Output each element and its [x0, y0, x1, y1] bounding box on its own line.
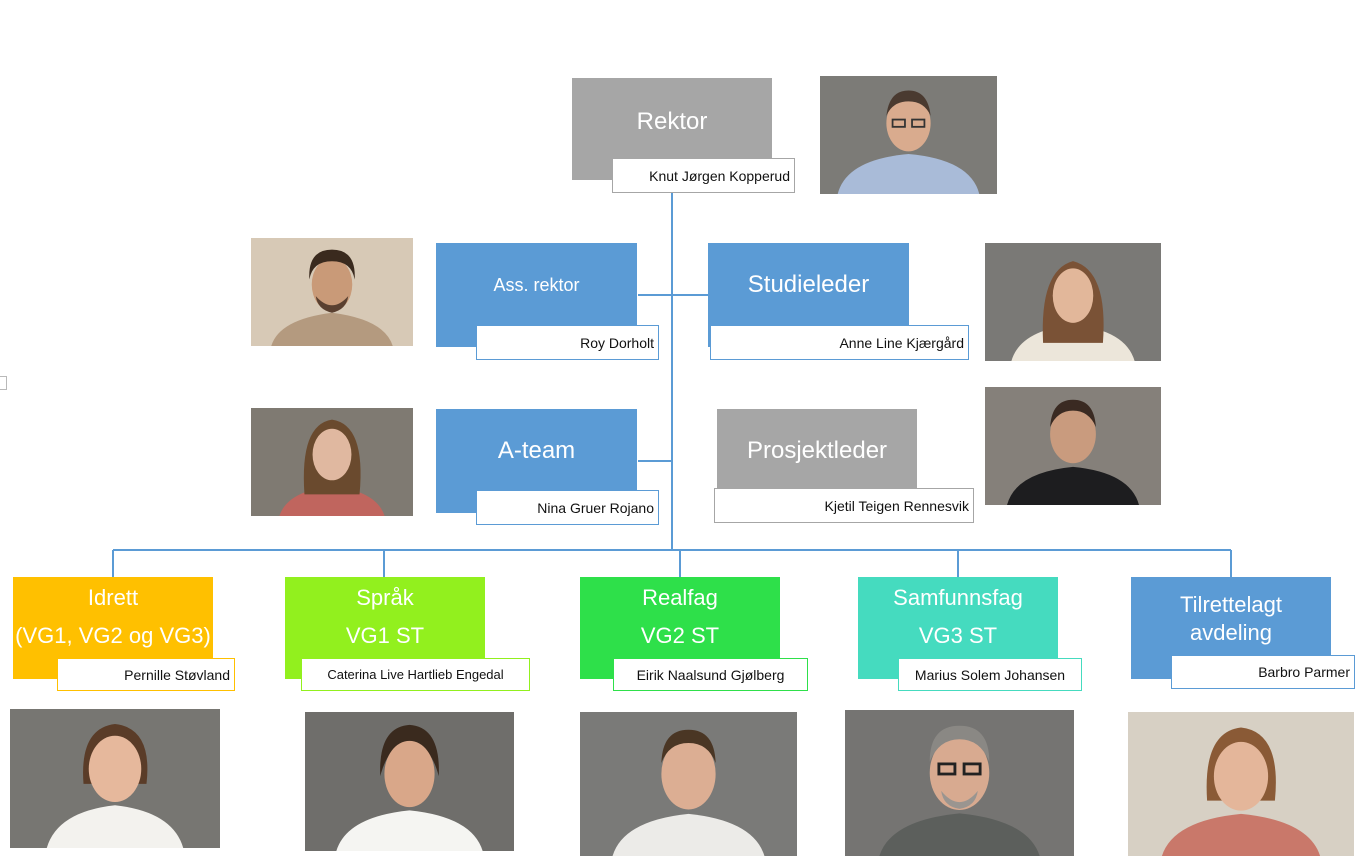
edge-marker — [0, 376, 7, 390]
photo-a-team — [251, 408, 413, 516]
portrait-photo — [820, 76, 997, 194]
portrait-photo — [580, 712, 797, 856]
photo-ass-rektor — [251, 238, 413, 346]
portrait-photo — [251, 238, 413, 346]
portrait-photo — [985, 243, 1161, 361]
role-subtitle: VG1 ST — [345, 623, 425, 648]
name-idrett: Pernille Støvland — [57, 658, 235, 691]
photo-realfag — [580, 712, 797, 856]
role-subtitle: VG3 ST — [918, 623, 998, 648]
portrait-photo — [1128, 712, 1354, 856]
photo-rektor — [820, 76, 997, 194]
role-title: Språk — [356, 585, 414, 610]
role-title: Samfunnsfag — [893, 585, 1023, 610]
portrait-photo — [10, 709, 220, 848]
portrait-photo — [251, 408, 413, 516]
name-ass-rektor: Roy Dorholt — [476, 325, 659, 360]
name-tilrettelagt: Barbro Parmer — [1171, 655, 1355, 689]
name-studieleder: Anne Line Kjærgård — [710, 325, 969, 360]
role-subtitle: avdeling — [1190, 620, 1272, 645]
portrait-photo — [305, 712, 514, 851]
role-title: Studieleder — [747, 271, 870, 298]
photo-samfunnsfag — [845, 710, 1074, 856]
name-rektor: Knut Jørgen Kopperud — [612, 158, 795, 193]
portrait-photo — [845, 710, 1074, 856]
photo-tilrettelagt — [1128, 712, 1354, 856]
name-prosjektleder: Kjetil Teigen Rennesvik — [714, 488, 974, 523]
role-title: Prosjektleder — [746, 437, 888, 464]
name-realfag: Eirik Naalsund Gjølberg — [613, 658, 808, 691]
photo-prosjektleder — [985, 387, 1161, 505]
photo-sprak — [305, 712, 514, 851]
role-title: A-team — [497, 437, 576, 464]
portrait-photo — [985, 387, 1161, 505]
role-title: Rektor — [636, 108, 708, 135]
role-title: Tilrettelagt — [1180, 592, 1282, 617]
role-title: Idrett — [87, 585, 139, 610]
name-a-team: Nina Gruer Rojano — [476, 490, 659, 525]
name-sprak: Caterina Live Hartlieb Engedal — [301, 658, 530, 691]
role-prosjektleder: Prosjektleder — [717, 409, 917, 501]
photo-idrett — [10, 709, 220, 848]
role-title: Realfag — [642, 585, 718, 610]
name-samfunnsfag: Marius Solem Johansen — [898, 658, 1082, 691]
role-subtitle: VG2 ST — [640, 623, 720, 648]
role-subtitle: (VG1, VG2 og VG3) — [15, 623, 211, 648]
role-title: Ass. rektor — [493, 274, 580, 295]
photo-studieleder — [985, 243, 1161, 361]
